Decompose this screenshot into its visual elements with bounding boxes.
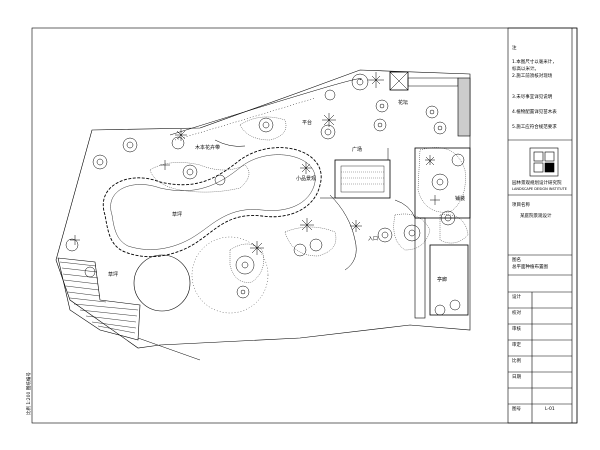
- project-value: 某庭院景观设计: [520, 214, 552, 219]
- row-label-approver: 审定: [512, 343, 521, 348]
- label-feature: 小品景观: [296, 176, 317, 182]
- pavilion: [389, 71, 471, 137]
- row-label-drawing-no: 图号: [512, 407, 521, 412]
- title-block-note-4: 3.未尽事宜详见说明: [512, 95, 553, 100]
- tree-symbols: [65, 73, 465, 316]
- pond-outline: [102, 147, 322, 258]
- drawing-label: 图名: [512, 258, 521, 263]
- drawing-value: 总平面种植布置图: [512, 265, 548, 270]
- upper-path-edge-dots: [174, 97, 316, 141]
- label-pavilion: 亭廊: [437, 277, 448, 283]
- title-block-note-2: 标高以米计。: [512, 67, 539, 72]
- company-subtitle: LANDSCAPE DESIGN INSTITUTE: [512, 187, 567, 191]
- title-block-note-1: 1.本图尺寸以毫米计，: [512, 60, 557, 65]
- row-label-checker: 校对: [512, 311, 521, 316]
- company-name: 园林景观规划设计研究院: [512, 181, 562, 186]
- row-label-date: 日期: [512, 375, 521, 380]
- row-label-reviewer: 审核: [512, 327, 521, 332]
- shrub-masses: [149, 116, 469, 283]
- label-flower-bed: 花坛: [398, 100, 409, 106]
- curved-walk: [191, 236, 269, 314]
- title-block-note-3: 2.施工前须核对现场: [512, 74, 553, 79]
- title-block-note-6: 5.施工应符合规范要求: [512, 125, 557, 130]
- label-lawn: 草坪: [172, 212, 183, 218]
- label-paving: 铺装: [455, 196, 466, 202]
- boundary-edge: [137, 337, 201, 361]
- company-logo: [529, 147, 559, 177]
- title-block-header: 注: [512, 46, 517, 51]
- circular-lawn: [133, 254, 191, 312]
- row-value-drawing-no: L-01: [545, 407, 555, 412]
- row-label-scale: 比例: [512, 359, 521, 364]
- paths: [214, 139, 416, 271]
- project-label: 项目名称: [512, 203, 530, 208]
- central-structure: [334, 159, 391, 199]
- label-entry: 入口: [368, 236, 379, 242]
- site-boundary: [55, 69, 471, 349]
- margin-text: 比例 1:200 图纸编号: [27, 372, 32, 415]
- shrub-symbols: [70, 72, 440, 255]
- label-court: 广场: [352, 147, 363, 153]
- right-building: [414, 147, 471, 319]
- upper-path-edge: [169, 78, 362, 136]
- label-deck: 平台: [302, 120, 313, 126]
- timber-deck: [57, 257, 141, 341]
- title-block-frame: [507, 27, 578, 424]
- label-lawn-2: 草坪: [108, 272, 119, 278]
- row-label-designer: 设计: [512, 295, 521, 300]
- title-block-note-5: 4.植物配置详见苗木表: [512, 110, 557, 115]
- label-flower-strip: 木本花卉带: [195, 145, 221, 151]
- pond-inner-edge: [110, 154, 316, 250]
